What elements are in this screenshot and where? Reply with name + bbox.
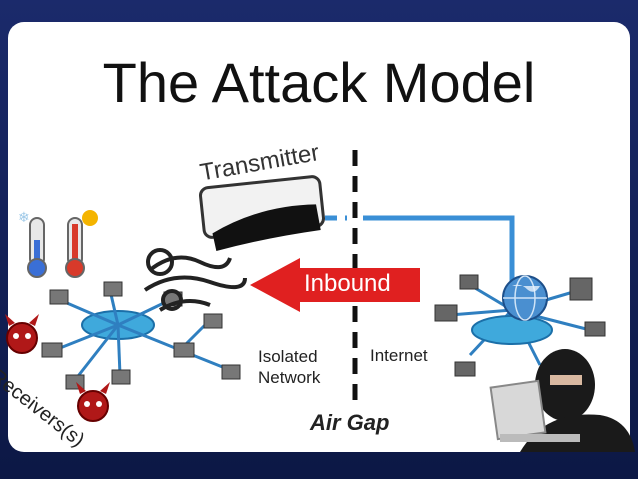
- isolated-network-cluster: [41, 281, 241, 390]
- wind-icon: [143, 248, 247, 312]
- inbound-label: Inbound: [304, 270, 391, 297]
- hacker-icon: [520, 349, 635, 452]
- link-gap-to-internet: [363, 215, 515, 292]
- globe-icon: [502, 275, 548, 321]
- devil-icon: [76, 382, 110, 422]
- devil-icon: [5, 314, 39, 354]
- slide-title: The Attack Model: [102, 51, 536, 114]
- isolated-network-label-line1: Isolated: [258, 347, 318, 366]
- svg-text:❄: ❄: [18, 210, 30, 226]
- isolated-network-label-line2: Network: [258, 368, 321, 387]
- isolated-network-label: Isolated Network: [258, 346, 348, 388]
- air-gap-label: Air Gap: [310, 410, 390, 435]
- thermometer-cold-icon: ❄: [18, 210, 47, 278]
- laptop-icon: [489, 379, 580, 442]
- air-conditioner-icon: [199, 175, 325, 252]
- thermometer-hot-icon: [65, 210, 98, 278]
- inbound-arrow: [250, 258, 420, 312]
- internet-label: Internet: [370, 346, 428, 365]
